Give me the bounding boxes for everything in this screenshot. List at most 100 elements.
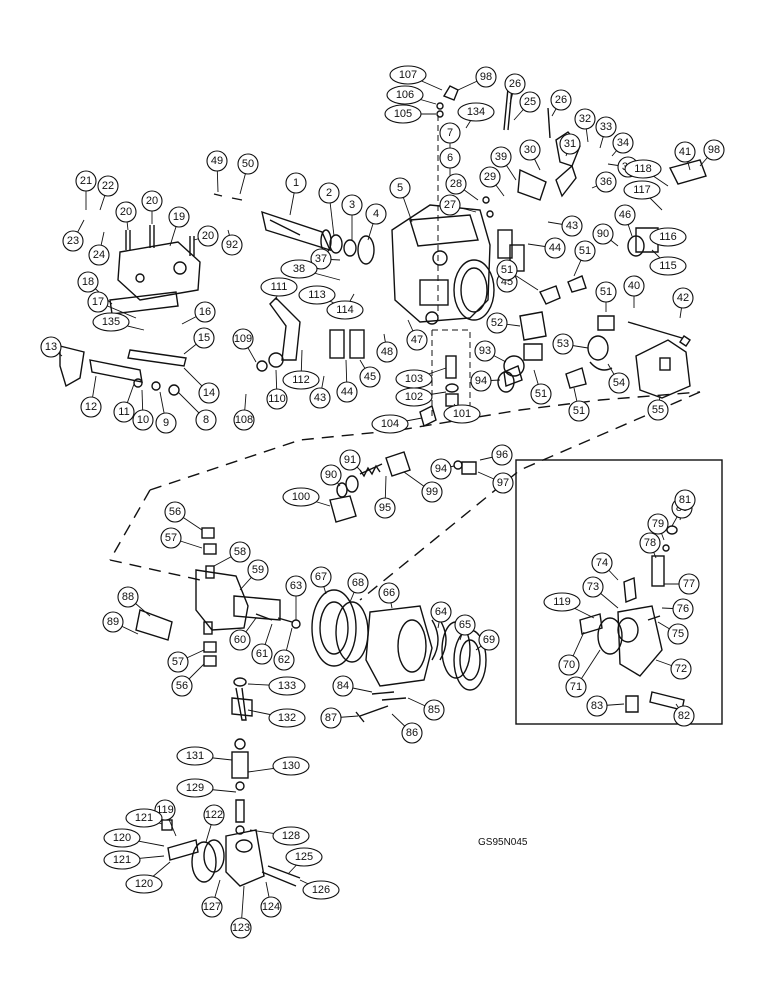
callout-98: 98	[703, 139, 725, 161]
callout-bubble	[673, 705, 695, 727]
callout-bubble	[77, 271, 99, 293]
callout-label: 36	[600, 176, 612, 188]
callout-12: 12	[80, 396, 102, 418]
callout-label: 107	[399, 69, 417, 81]
callout-135: 135	[92, 312, 130, 332]
callout-label: 39	[495, 151, 507, 163]
callout-bubble	[160, 527, 182, 549]
callout-label: 124	[262, 901, 280, 913]
callout-label: 1	[293, 177, 299, 189]
callout-label: 55	[652, 404, 664, 416]
callout-label: 66	[383, 587, 395, 599]
callout-label: 27	[444, 199, 456, 211]
callout-label: 38	[293, 263, 305, 275]
callout-bubble	[423, 699, 445, 721]
callout-3: 3	[341, 194, 363, 216]
callout-label: 47	[411, 334, 423, 346]
callout-112: 112	[282, 370, 320, 390]
callout-bubble	[62, 230, 84, 252]
callout-10: 10	[132, 409, 154, 431]
callout-label: 51	[573, 405, 585, 417]
callout-label: 37	[315, 253, 327, 265]
callout-bubble	[198, 382, 220, 404]
callout-113: 113	[298, 285, 336, 305]
callout-label: 134	[467, 106, 485, 118]
callout-59: 59	[247, 559, 269, 581]
callout-61: 61	[251, 643, 273, 665]
callout-bubble	[201, 896, 223, 918]
callout-42: 42	[672, 287, 694, 309]
callout-bubble	[519, 139, 541, 161]
callout-87: 87	[320, 707, 342, 729]
callout-bubble	[552, 333, 574, 355]
callout-bubble	[268, 676, 306, 696]
callout-20: 20	[197, 225, 219, 247]
callout-89: 89	[102, 611, 124, 633]
callout-label: 90	[597, 228, 609, 240]
callout-100: 100	[282, 487, 320, 507]
callout-4: 4	[365, 203, 387, 225]
callout-bubble	[639, 532, 661, 554]
callout-24: 24	[88, 244, 110, 266]
callout-107: 107	[389, 65, 427, 85]
callout-label: 79	[652, 518, 664, 530]
callout-90: 90	[592, 223, 614, 245]
callout-bubble	[176, 778, 214, 798]
callout-label: 23	[67, 235, 79, 247]
callout-bubble	[543, 592, 581, 612]
callout-label: 130	[282, 760, 300, 772]
callout-bubble	[194, 301, 216, 323]
callout-bubble	[285, 575, 307, 597]
callout-label: 108	[235, 414, 253, 426]
callout-bubble	[141, 190, 163, 212]
callout-bubble	[251, 643, 273, 665]
callout-64: 64	[430, 601, 452, 623]
callout-bubble	[336, 381, 358, 403]
callout-bubble	[608, 372, 630, 394]
callout-label: 98	[708, 144, 720, 156]
callout-49: 49	[206, 150, 228, 172]
callout-label: 98	[480, 71, 492, 83]
callout-126: 126	[302, 880, 340, 900]
callout-label: 18	[82, 276, 94, 288]
callout-label: 97	[497, 477, 509, 489]
callout-label: 77	[683, 578, 695, 590]
callout-122: 122	[203, 804, 225, 826]
callout-label: 125	[295, 851, 313, 863]
callout-label: 12	[85, 401, 97, 413]
callout-74: 74	[591, 552, 613, 574]
callout-48: 48	[376, 341, 398, 363]
callout-77: 77	[678, 573, 700, 595]
callout-94: 94	[470, 370, 492, 392]
callout-label: 128	[282, 830, 300, 842]
callout-label: 24	[93, 249, 105, 261]
callout-111: 111	[260, 277, 298, 297]
callout-label: 53	[557, 338, 569, 350]
callout-125: 125	[285, 847, 323, 867]
callout-17: 17	[87, 291, 109, 313]
callout-label: 74	[596, 557, 608, 569]
callout-label: 33	[600, 121, 612, 133]
callout-58: 58	[229, 541, 251, 563]
callout-50: 50	[237, 153, 259, 175]
drawing-code: GS95N045	[478, 837, 528, 848]
callout-57: 57	[160, 527, 182, 549]
callout-label: 44	[341, 386, 353, 398]
callout-bubble	[457, 102, 495, 122]
callout-bubble	[167, 651, 189, 673]
callout-bubble	[347, 572, 369, 594]
callout-44: 44	[336, 381, 358, 403]
callout-bubble	[430, 458, 452, 480]
callout-101: 101	[443, 404, 481, 424]
callout-label: 60	[234, 634, 246, 646]
callout-label: 114	[336, 304, 354, 316]
callout-label: 51	[535, 388, 547, 400]
callout-label: 115	[659, 260, 677, 272]
callout-52: 52	[486, 312, 508, 334]
callout-label: 16	[199, 306, 211, 318]
callout-bubble	[102, 611, 124, 633]
callout-label: 105	[394, 108, 412, 120]
callout-label: 94	[475, 375, 487, 387]
